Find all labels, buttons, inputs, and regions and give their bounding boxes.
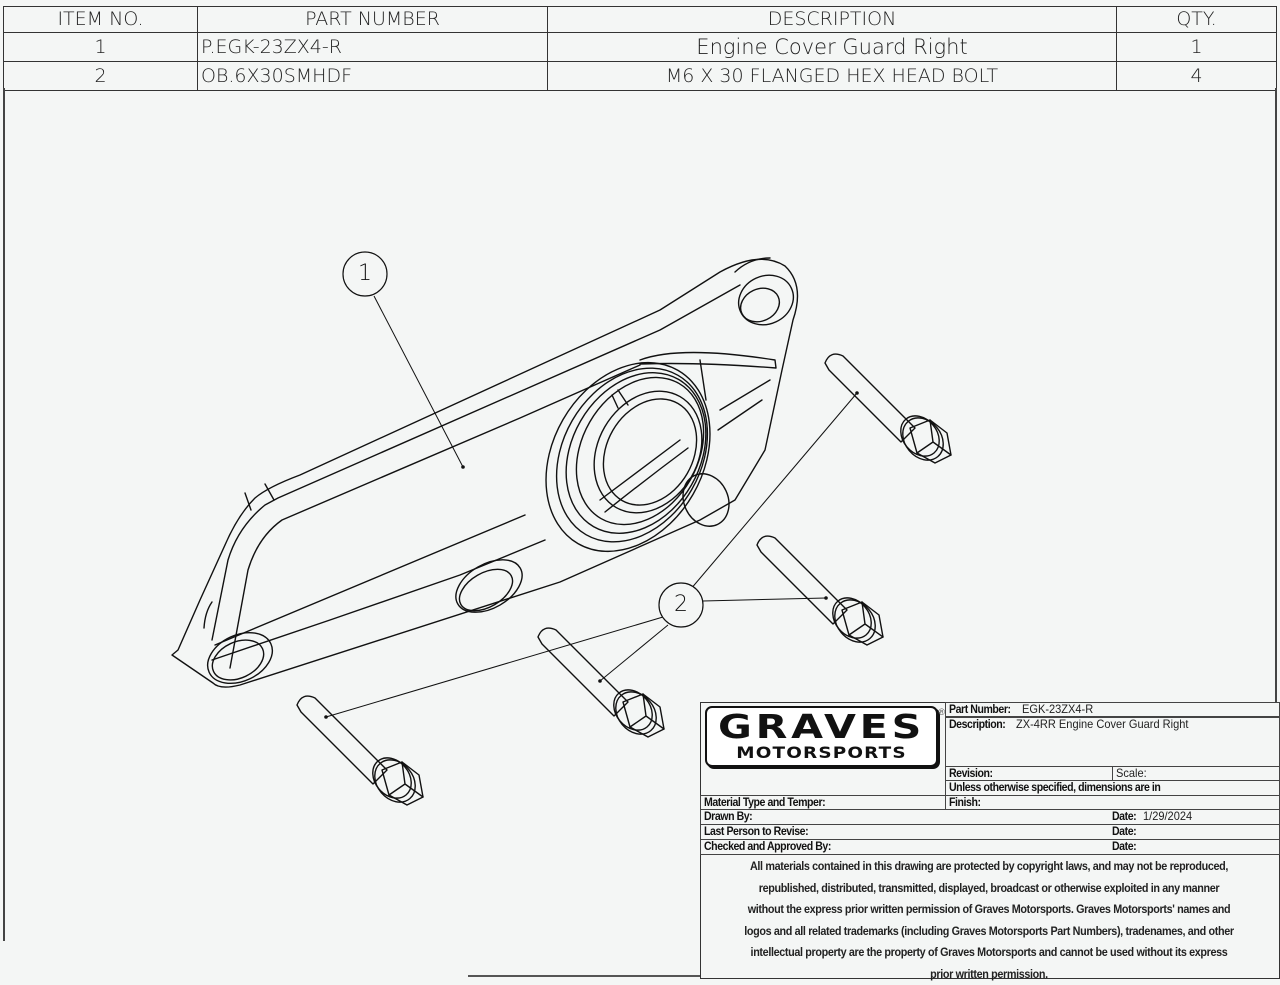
copyright-line: logos and all related trademarks (includ… bbox=[730, 921, 1248, 943]
bom-header-description: DESCRIPTION bbox=[548, 7, 1117, 33]
checked-by-field: Checked and Approved By: Date: bbox=[700, 839, 1280, 855]
last-revise-label: Last Person to Revise: bbox=[704, 825, 808, 838]
logo-line-graves: GRAVES bbox=[678, 710, 964, 744]
flanged-hex-bolt bbox=[297, 696, 424, 810]
description-label: Description: bbox=[949, 718, 1005, 731]
last-revise-field: Last Person to Revise: Date: bbox=[700, 824, 1280, 840]
checked-date-label: Date: bbox=[1112, 840, 1136, 853]
bom-header-row: ITEM NO. PART NUMBER DESCRIPTION QTY. bbox=[4, 7, 1277, 33]
title-block: GRAVES MOTORSPORTS ® Part Number: EGK-23… bbox=[700, 702, 1280, 979]
description-value: ZX-4RR Engine Cover Guard Right bbox=[1016, 718, 1188, 731]
revision-field: Revision: bbox=[945, 766, 1113, 781]
drawn-by-field: Drawn By: Date: 1/29/2024 bbox=[700, 809, 1280, 825]
copyright-notice: All materials contained in this drawing … bbox=[701, 856, 1277, 985]
bill-of-materials-table: ITEM NO. PART NUMBER DESCRIPTION QTY. 1 … bbox=[3, 6, 1277, 91]
bom-item-no: 2 bbox=[4, 62, 198, 91]
bom-row: 1 P.EGK-23ZX4-R Engine Cover Guard Right… bbox=[4, 33, 1277, 62]
bom-part-number: OB.6X30SMHDF bbox=[198, 62, 548, 91]
units-note-field: Unless otherwise specified, dimensions a… bbox=[945, 780, 1280, 796]
material-label: Material Type and Temper: bbox=[704, 796, 825, 809]
balloon-label-2: 2 bbox=[661, 591, 701, 619]
drawn-date-label: Date: bbox=[1112, 810, 1136, 823]
finish-label: Finish: bbox=[949, 796, 981, 809]
bom-part-number: P.EGK-23ZX4-R bbox=[198, 33, 548, 62]
drawn-by-label: Drawn By: bbox=[704, 810, 752, 823]
bom-description: M6 X 30 FLANGED HEX HEAD BOLT bbox=[548, 62, 1117, 91]
bom-row: 2 OB.6X30SMHDF M6 X 30 FLANGED HEX HEAD … bbox=[4, 62, 1277, 91]
bom-header-qty: QTY. bbox=[1117, 7, 1277, 33]
bom-header-item-no: ITEM NO. bbox=[4, 7, 198, 33]
part-number-label: Part Number: bbox=[949, 703, 1011, 716]
scale-label: Scale: bbox=[1116, 767, 1147, 780]
bom-item-no: 1 bbox=[4, 33, 198, 62]
flanged-hex-bolt bbox=[757, 536, 884, 650]
copyright-line: All materials contained in this drawing … bbox=[730, 856, 1248, 878]
bom-description: Engine Cover Guard Right bbox=[548, 33, 1117, 62]
copyright-line: republished, distributed, transmitted, d… bbox=[730, 878, 1248, 900]
part-number-field: Part Number: EGK-23ZX4-R bbox=[945, 702, 1280, 717]
copyright-line: prior written permission. bbox=[730, 964, 1248, 985]
bom-qty: 1 bbox=[1117, 33, 1277, 62]
flanged-hex-bolt bbox=[538, 628, 665, 742]
bom-header-part-number: PART NUMBER bbox=[198, 7, 548, 33]
drawn-date-value: 1/29/2024 bbox=[1143, 810, 1192, 823]
logo-line-motorsports: MOTORSPORTS bbox=[690, 744, 953, 762]
scale-field: Scale: bbox=[1112, 766, 1280, 781]
part-number-value: EGK-23ZX4-R bbox=[1022, 703, 1093, 716]
bom-qty: 4 bbox=[1117, 62, 1277, 91]
units-note: Unless otherwise specified, dimensions a… bbox=[949, 781, 1160, 794]
material-field: Material Type and Temper: bbox=[700, 795, 946, 810]
copyright-line: intellectual property are the property o… bbox=[730, 942, 1248, 964]
graves-motorsports-logo: GRAVES MOTORSPORTS ® bbox=[705, 706, 938, 767]
checked-by-label: Checked and Approved By: bbox=[704, 840, 831, 853]
description-field: Description: ZX-4RR Engine Cover Guard R… bbox=[945, 717, 1280, 767]
copyright-line: without the express prior written permis… bbox=[730, 899, 1248, 921]
flanged-hex-bolt bbox=[825, 354, 952, 468]
last-revise-date-label: Date: bbox=[1112, 825, 1136, 838]
registered-mark-icon: ® bbox=[938, 707, 945, 717]
balloon-label-1: 1 bbox=[345, 260, 385, 288]
engine-cover-guard-part bbox=[172, 258, 802, 693]
revision-label: Revision: bbox=[949, 767, 993, 780]
finish-field: Finish: bbox=[945, 795, 1280, 810]
